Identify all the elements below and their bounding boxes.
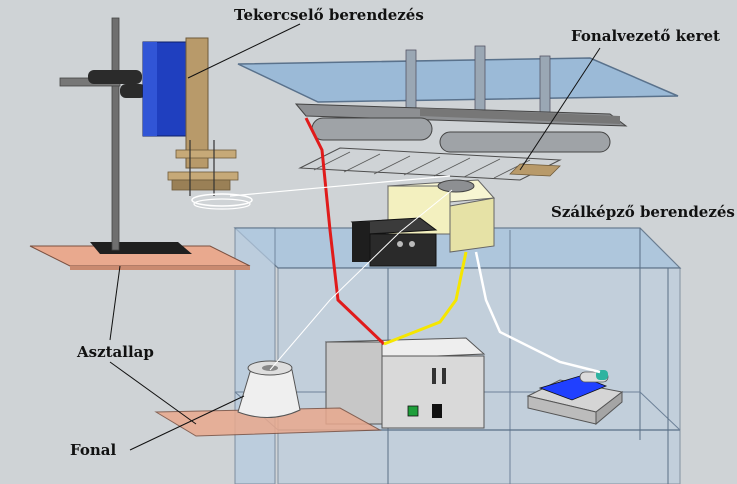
label-fiber-device: Szálképző berendezés <box>551 203 735 221</box>
grey-control-box <box>324 337 486 429</box>
label-guide-frame: Fonalvezető keret <box>571 27 720 45</box>
guide-frame <box>237 45 679 181</box>
label-winder: Tekercselő berendezés <box>234 6 424 24</box>
left-table-plate <box>29 245 251 270</box>
glass-cabinet <box>233 227 682 484</box>
wires <box>229 117 601 374</box>
label-yarn: Fonal <box>70 441 117 459</box>
syringe-pump <box>526 370 624 426</box>
lab-stand <box>59 17 192 254</box>
leader-lines <box>109 23 601 451</box>
label-table: Asztallap <box>77 343 154 361</box>
black-power-box <box>350 217 438 267</box>
winder-device <box>142 37 253 210</box>
yarn-bobbin <box>237 360 301 419</box>
